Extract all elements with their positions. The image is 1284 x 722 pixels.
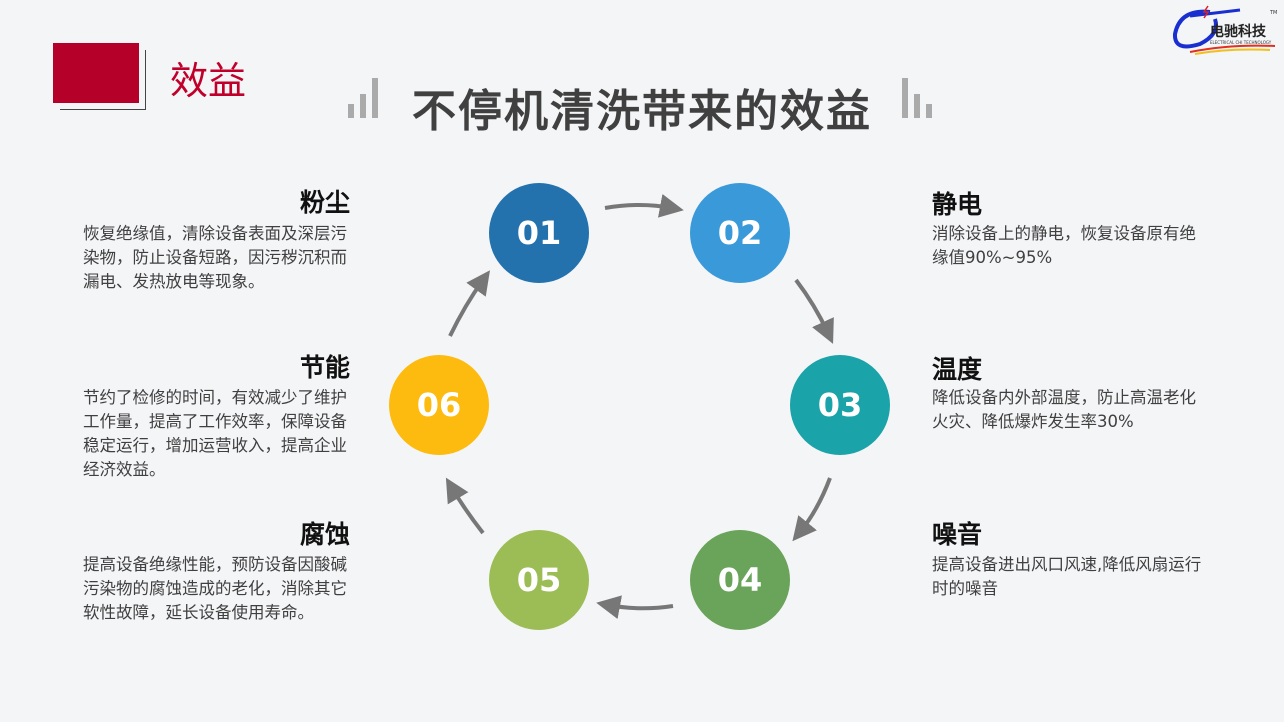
- svg-text:电驰科技: 电驰科技: [1210, 23, 1267, 40]
- step-text-05: 提高设备绝缘性能，预防设备因酸碱污染物的腐蚀造成的老化，消除其它软性故障，延长设…: [83, 555, 347, 622]
- step-text-03: 降低设备内外部温度，防止高温老化火灾、降低爆炸发生率30%: [932, 388, 1196, 431]
- arrow-06-01: [448, 270, 491, 337]
- step-title-03: 温度: [932, 355, 983, 384]
- company-logo: 电驰科技 ELECTRICAL CHI TECHNOLOGY TM: [1170, 4, 1280, 56]
- step-circle-05: 05: [489, 530, 589, 630]
- section-marker: [53, 43, 139, 103]
- step-title-06: 节能: [299, 353, 350, 382]
- step-circle-03: 03: [790, 355, 890, 455]
- arrow-01-02: [604, 193, 684, 218]
- step-circle-04: 04: [690, 530, 790, 630]
- step-text-06: 节约了检修的时间，有效减少了维护工作量，提高了工作效率，保障设备稳定运行，增加运…: [83, 388, 347, 479]
- step-title-02: 静电: [932, 190, 983, 219]
- step-text-04: 提高设备进出风口风速,降低风扇运行时的噪音: [932, 555, 1202, 598]
- step-circle-06: 06: [389, 355, 489, 455]
- section-title: 效益: [170, 59, 247, 103]
- arrow-02-03: [794, 278, 834, 344]
- step-title-05: 腐蚀: [299, 520, 350, 549]
- page-title: 不停机清洗带来的效益: [412, 86, 872, 137]
- arrow-03-04: [792, 477, 832, 542]
- step-title-01: 粉尘: [299, 188, 350, 217]
- step-text-02: 消除设备上的静电，恢复设备原有绝缘值90%~95%: [932, 224, 1196, 267]
- title-bars-left-icon: [348, 76, 378, 118]
- svg-text:TM: TM: [1269, 10, 1277, 16]
- step-circle-02: 02: [690, 183, 790, 283]
- step-title-04: 噪音: [932, 520, 983, 549]
- section-marker-shadow: [60, 50, 146, 110]
- arrow-04-05: [596, 595, 674, 620]
- step-circle-01: 01: [489, 183, 589, 283]
- step-text-01: 恢复绝缘值，清除设备表面及深层污染物，防止设备短路，因污秽沉积而漏电、发热放电等…: [83, 224, 347, 291]
- title-bars-right-icon: [902, 76, 932, 118]
- svg-text:ELECTRICAL CHI TECHNOLOGY: ELECTRICAL CHI TECHNOLOGY: [1210, 40, 1272, 45]
- arrow-05-06: [445, 477, 485, 535]
